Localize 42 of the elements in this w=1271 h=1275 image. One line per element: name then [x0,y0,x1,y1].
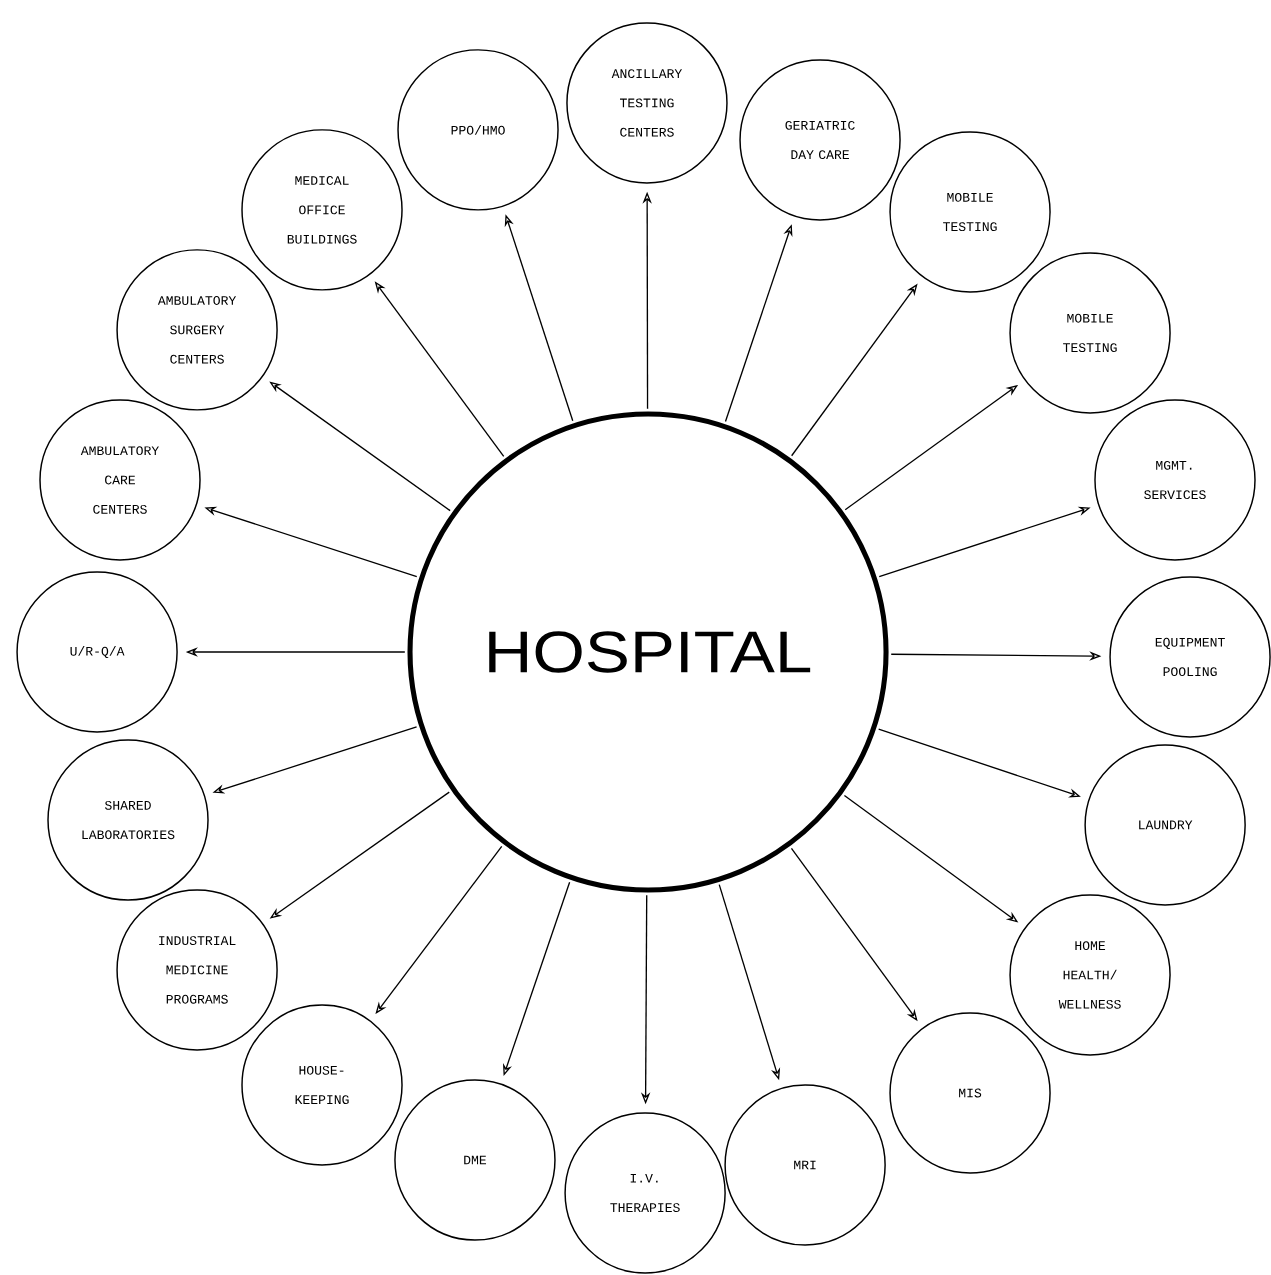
circle-label: MIS [959,1088,982,1098]
category-circle [1109,576,1271,738]
circle-label: I.V. THERAPIES [610,1173,680,1212]
circle-label: MGMT. SERVICES [1144,460,1206,500]
category-circle [1009,252,1171,414]
circle-label: HOME HEALTH/ WELLNESS [1058,941,1121,1009]
circle-label: AMBULATORY SURGERY CENTERS [157,296,237,364]
circle-label: MEDICAL OFFICE BUILDINGS [287,176,357,244]
circle-label: INDUSTRIAL MEDICINE PROGRAMS [159,936,236,1004]
circle-label: MOBILE TESTING [1063,313,1117,353]
circle-label: GERIATRIC DAY CARE [785,120,855,160]
category-circle [566,22,728,184]
circle-label: ANCILLARY TESTING CENTERS [611,69,682,137]
circle-label: MOBILE TESTING [943,192,997,232]
category-circle [241,129,403,291]
circle-label: AMBULATORY CARE CENTERS [80,446,159,514]
category-circle [1084,744,1246,906]
category-circle [1094,399,1256,561]
category-circle [116,249,278,411]
circle-label: HOUSE-KEEPING [295,1065,349,1105]
category-circle [1009,894,1171,1056]
circle-label: LAUNDRY [1139,820,1193,830]
central-circle [407,411,889,893]
circle-label: PPO/HMO [451,125,505,135]
category-circle [889,131,1051,293]
category-circle [397,49,559,211]
title-label: HOSPITAL [489,631,811,673]
category-circle [394,1079,556,1241]
category-circle [116,889,278,1051]
circle-label: EQUIPMENT POOLING [1155,637,1225,677]
category-circle [564,1112,726,1274]
category-circle [47,739,209,901]
category-circle [16,571,178,733]
category-circle [39,399,201,561]
circle-label: U/R-Q/A [70,646,125,658]
category-circle [724,1084,886,1246]
circle-label: DME [464,1155,487,1165]
circle-label: MRI [794,1160,816,1170]
category-circle [889,1012,1051,1174]
category-circle [739,59,901,221]
circle-label: SHARED LABORATORIES [82,800,175,840]
category-circle [241,1004,403,1166]
